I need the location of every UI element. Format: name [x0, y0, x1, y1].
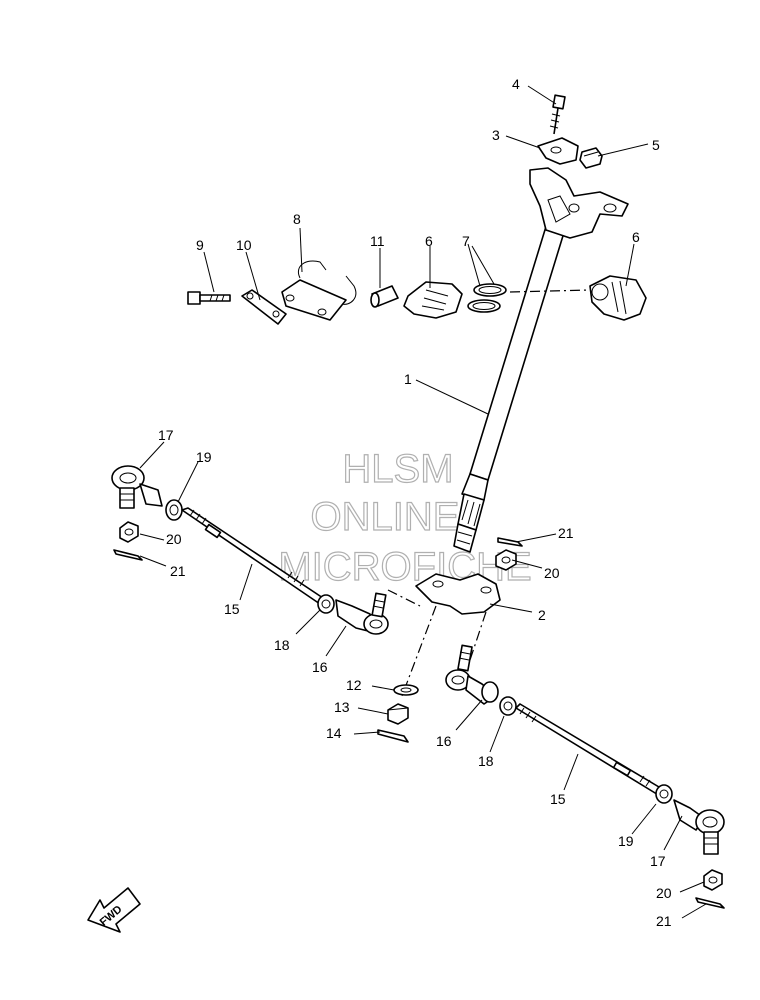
collar-part: [370, 285, 399, 308]
callout-2: 2: [538, 607, 546, 623]
callout-21-upper-right: 21: [558, 525, 574, 541]
upper-right-nut-part: [495, 549, 517, 571]
callout-9: 9: [196, 237, 204, 253]
callout-21-lower-right: 21: [656, 913, 672, 929]
lower-washer-part: [393, 684, 419, 696]
watermark-line-1: HLSM: [342, 447, 453, 491]
callout-16-right: 16: [436, 733, 452, 749]
shaft-upper-bracket: [529, 167, 629, 239]
lower-arm-part: [415, 573, 501, 615]
holder-bolt-part: [187, 291, 231, 305]
watermark: HLSM ONLINE MICROFICHE: [278, 446, 533, 589]
left-outer-nut-part: [165, 499, 183, 521]
callout-13: 13: [334, 699, 350, 715]
callout-1: 1: [404, 371, 412, 387]
upper-bolt-part: [549, 94, 566, 135]
forward-direction-arrow: FWD: [87, 887, 141, 933]
callout-4: 4: [512, 76, 520, 92]
callout-21-left: 21: [170, 563, 186, 579]
callout-20-upper-right: 20: [544, 565, 560, 581]
callout-8: 8: [293, 211, 301, 227]
callout-10: 10: [236, 237, 252, 253]
lower-cotter-pin-part: [377, 729, 409, 743]
ring-pair-part: [467, 283, 507, 313]
lock-plate-part: [241, 289, 287, 325]
upper-right-cotter-pin-part: [497, 537, 523, 547]
callout-5: 5: [652, 137, 660, 153]
callout-20-lower-right: 20: [656, 885, 672, 901]
holder-block-part: [537, 137, 579, 165]
callout-19-left: 19: [196, 449, 212, 465]
callouts: 1 2 3 4 5 6 6 7 8 9 10 11 12 13 14 15 15…: [158, 76, 672, 929]
right-tie-rod-part: [515, 703, 665, 797]
callout-14: 14: [326, 725, 342, 741]
callout-12: 12: [346, 677, 362, 693]
bushing-right-part: [589, 275, 647, 321]
arm-alignment-line-1: [401, 605, 437, 697]
left-outer-cotter-pin-part: [113, 549, 143, 561]
left-tie-rod-end-inner: [335, 592, 389, 635]
left-tie-rod-end-outer: [111, 465, 163, 509]
callout-18-left: 18: [274, 637, 290, 653]
right-outer-nut-part: [655, 784, 673, 804]
callout-18-right: 18: [478, 753, 494, 769]
right-tie-rod-end-outer: [673, 799, 725, 855]
watermark-line-2: ONLINE: [311, 495, 460, 539]
callout-15-left: 15: [224, 601, 240, 617]
upper-nut-part: [579, 147, 603, 169]
right-inner-collar-part: [481, 681, 499, 703]
lower-nut-part: [387, 703, 409, 725]
callout-15-right: 15: [550, 791, 566, 807]
callout-6-right: 6: [632, 229, 640, 245]
ring-alignment-line: [509, 289, 591, 293]
shaft-holder-bracket-part: [281, 260, 357, 321]
callout-16-left: 16: [312, 659, 328, 675]
right-outer-cotter-pin-part: [695, 897, 725, 909]
callout-11: 11: [370, 233, 385, 249]
left-outer-castle-nut-part: [119, 521, 139, 543]
callout-6-left: 6: [425, 233, 433, 249]
steering-shaft-part: [453, 219, 567, 553]
callout-3: 3: [492, 127, 500, 143]
callout-17-left: 17: [158, 427, 174, 443]
arm-alignment-line-3: [387, 589, 421, 607]
arm-alignment-line-2: [469, 611, 487, 661]
right-outer-castle-nut-part: [703, 869, 723, 891]
callout-19-right: 19: [618, 833, 634, 849]
left-inner-nut-part: [317, 594, 335, 614]
callout-20-left: 20: [166, 531, 182, 547]
callout-7: 7: [462, 233, 470, 249]
bushing-left-part: [403, 281, 463, 319]
callout-17-right: 17: [650, 853, 666, 869]
right-inner-nut-part: [499, 696, 517, 716]
leader-lines: [139, 85, 707, 919]
